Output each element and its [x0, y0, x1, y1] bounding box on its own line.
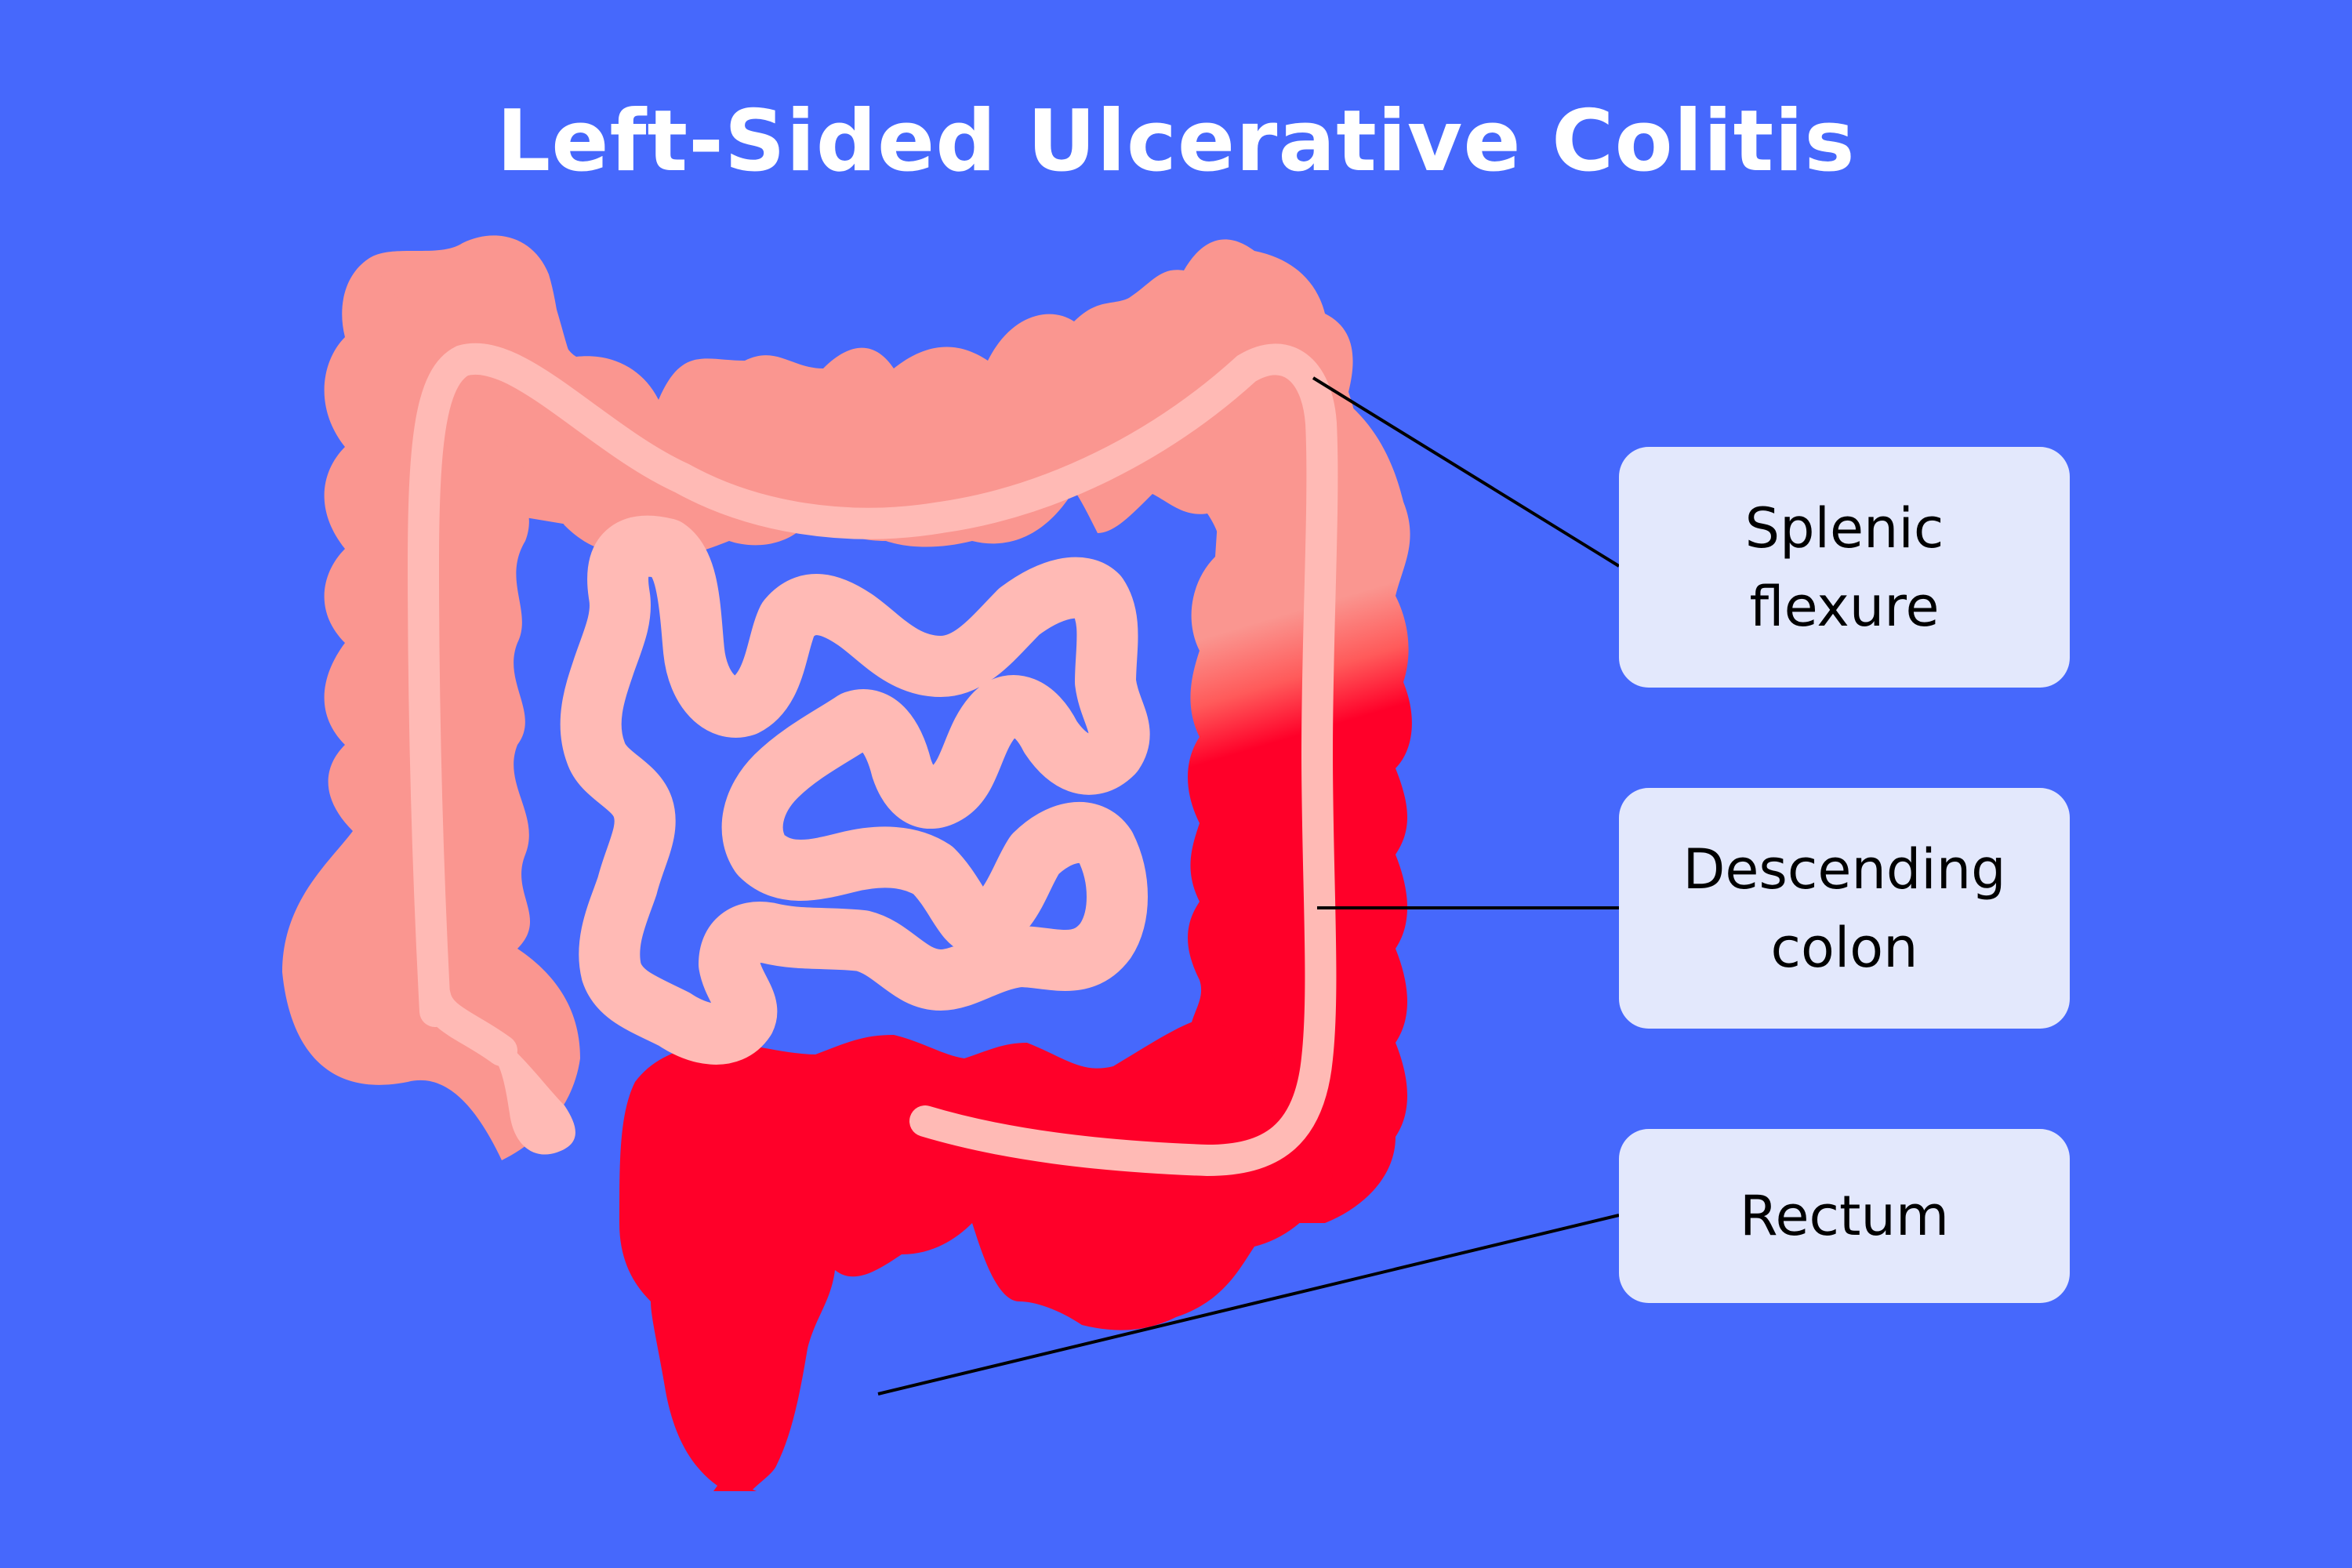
connector-splenic-flexure — [1312, 376, 1621, 568]
label-text-line: Splenic — [1744, 495, 1944, 561]
label-splenic-flexure: Splenic flexure — [1619, 447, 2070, 688]
label-rectum: Rectum — [1619, 1129, 2070, 1303]
label-text-line: flexure — [1749, 574, 1940, 639]
page-title: Left-Sided Ulcerative Colitis — [496, 93, 1856, 191]
descending-colon — [1188, 392, 1412, 1223]
small-intestine — [560, 515, 1150, 1065]
connector-rectum — [877, 1214, 1620, 1396]
appendix — [470, 1019, 575, 1155]
label-descending-colon: Descending colon — [1619, 788, 2070, 1029]
label-text-line: Rectum — [1739, 1184, 1950, 1248]
label-text-line: Descending — [1682, 837, 2006, 902]
colon-lumen-line — [407, 343, 1338, 1177]
sigmoid-colon-rectum — [619, 1019, 1333, 1491]
transverse-colon — [368, 235, 1360, 564]
colon-lumen-tail — [916, 1105, 958, 1137]
label-text-line: colon — [1770, 915, 1918, 980]
